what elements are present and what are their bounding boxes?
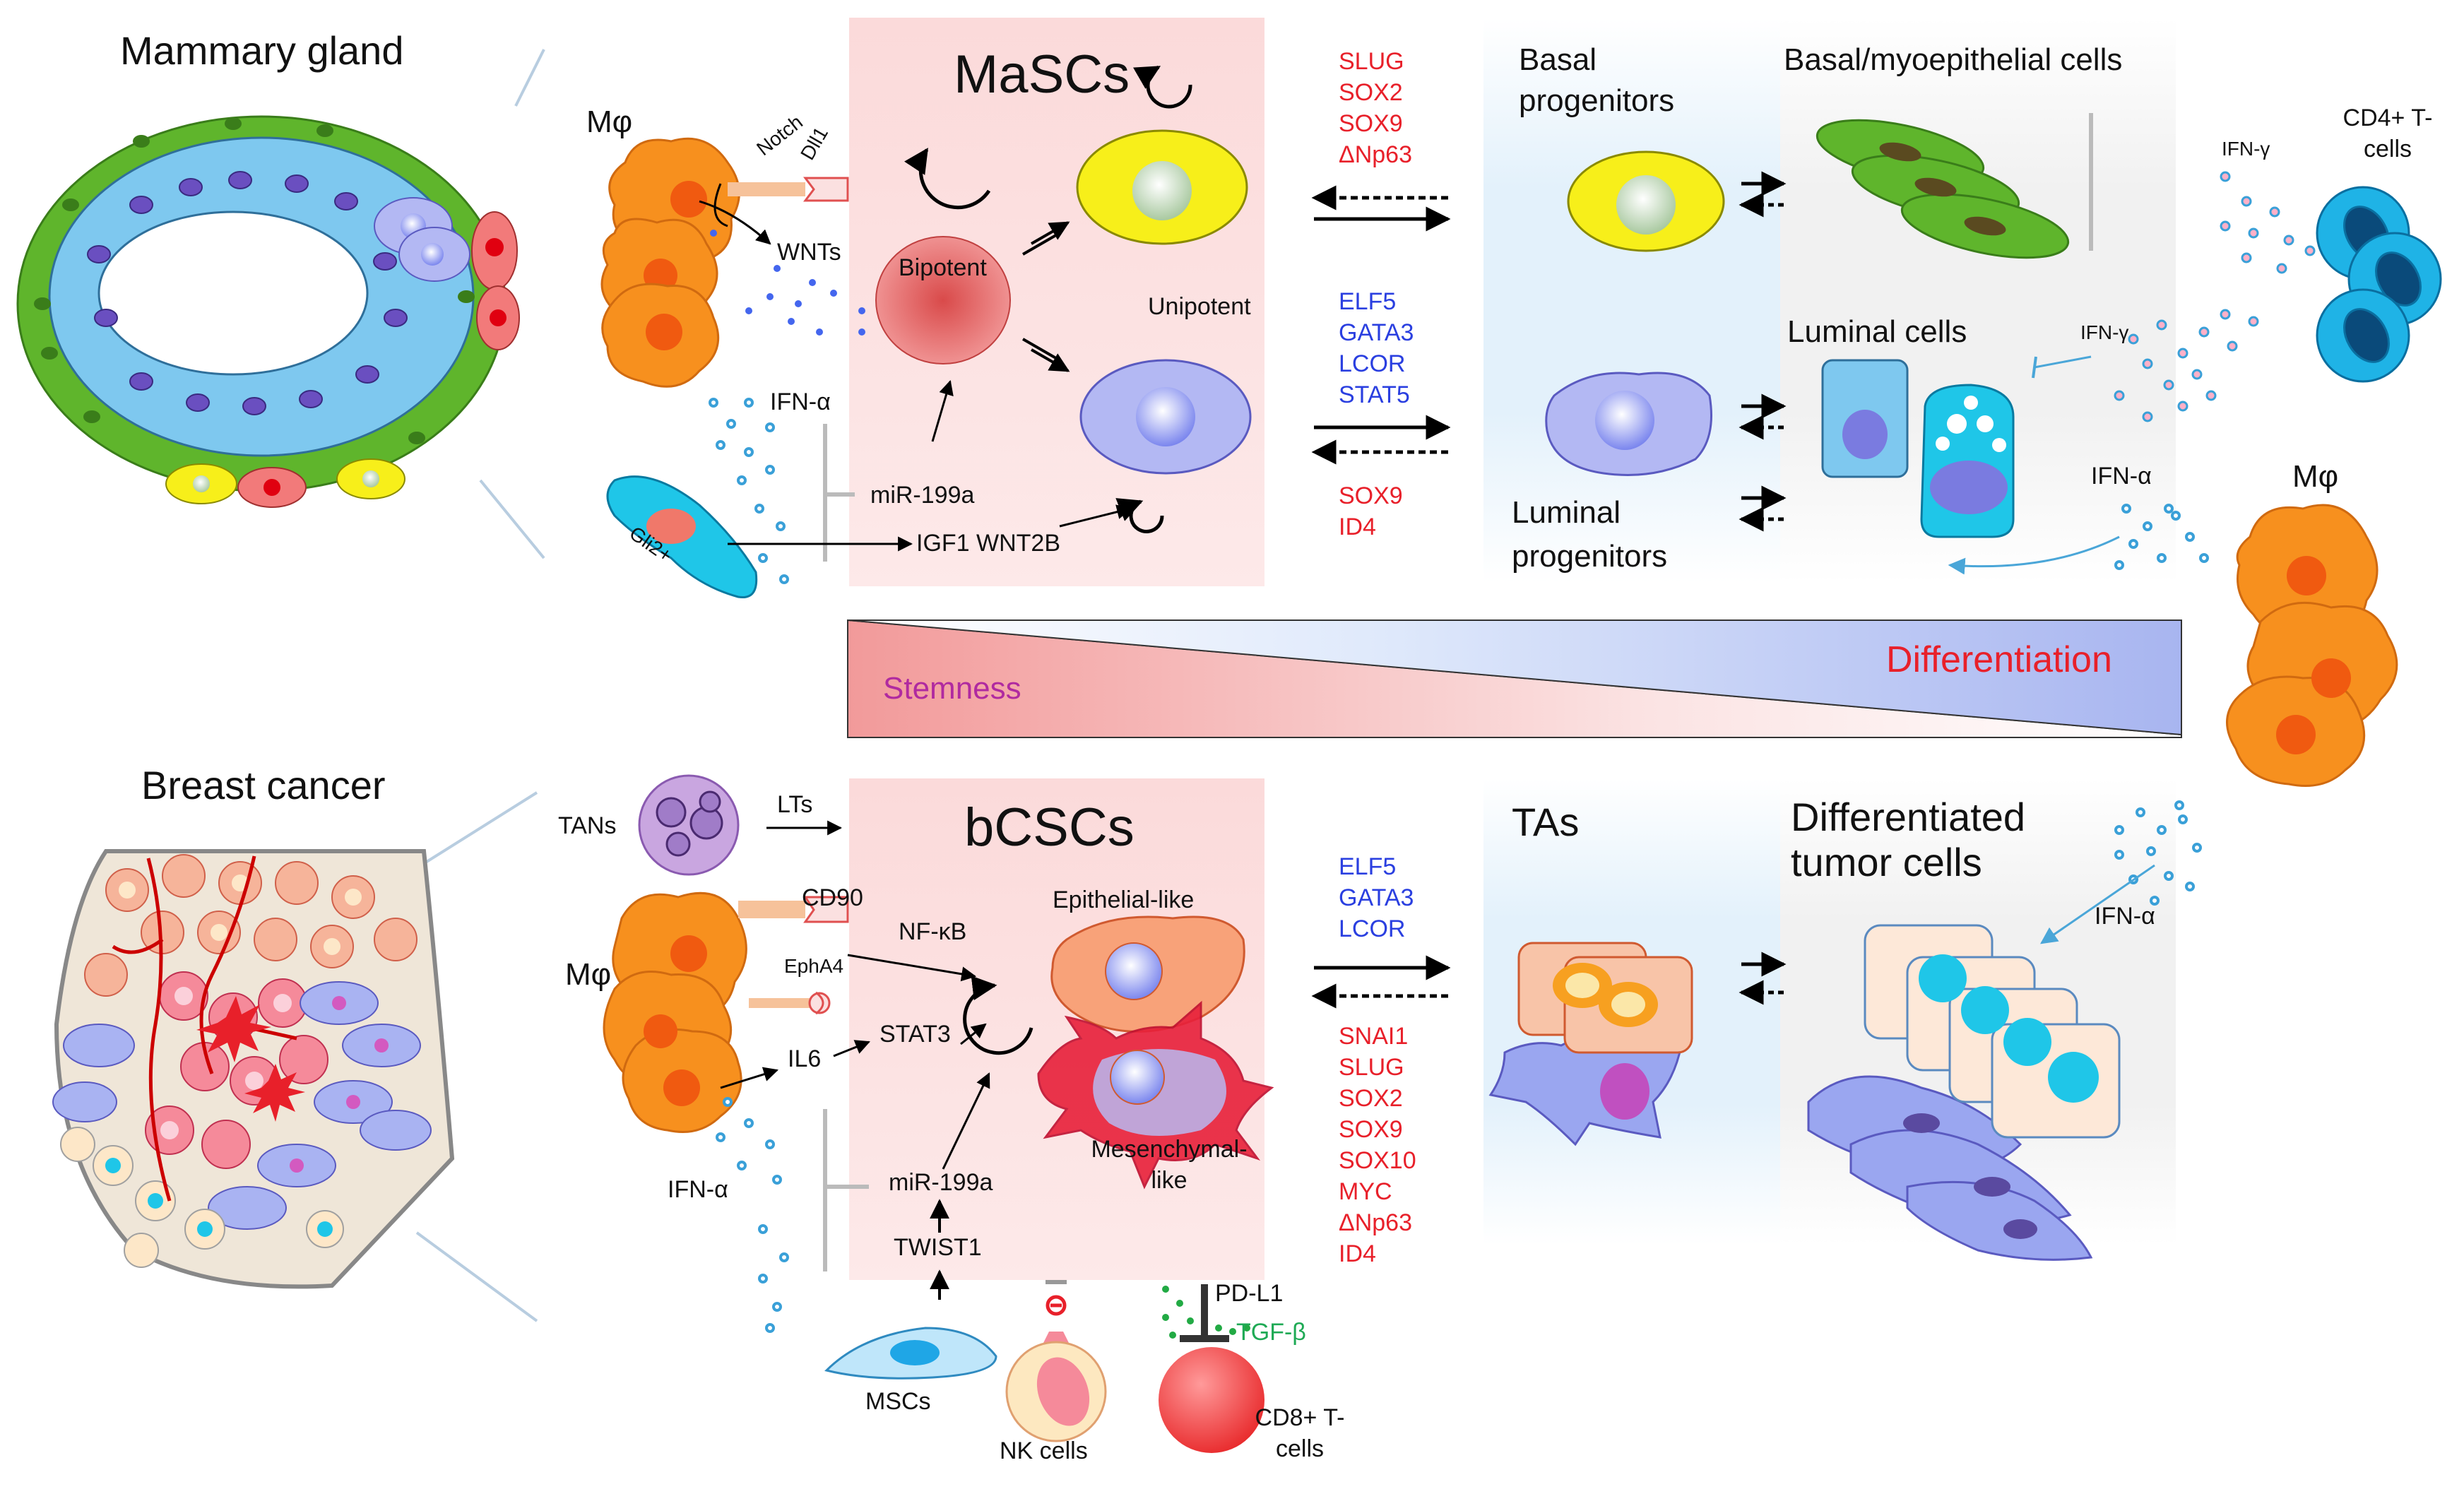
factor: ID4 — [1339, 514, 1376, 540]
differentiation-wedge — [847, 619, 2182, 736]
lts-label: LTs — [777, 791, 813, 818]
mascs-title: MaSCs — [954, 45, 1130, 105]
tans-label: TANs — [558, 812, 617, 839]
differentiation-label: Differentiation — [1886, 639, 2112, 680]
factor: SOX9 — [1339, 482, 1403, 509]
cd90-receptor — [803, 896, 849, 923]
breast-cancer-illustration — [52, 791, 538, 1322]
cd90-label: CD90 — [802, 884, 863, 911]
mir199a-label-bottom: miR-199a — [889, 1169, 993, 1196]
progenitor-band — [1483, 18, 1780, 583]
tgf-beta-dots — [1162, 1286, 1250, 1339]
dll1-receptor — [803, 177, 849, 202]
factor: LCOR — [1339, 915, 1406, 942]
mesenchymal-like-label: Mesenchymal-like — [1091, 1136, 1248, 1194]
bipotent-cell — [875, 236, 1011, 364]
ifn-alpha-dots-right-bottom — [2114, 800, 2202, 906]
unipotent-label: Unipotent — [1148, 293, 1251, 320]
ifn-alpha-dots-top — [709, 398, 789, 584]
nk-cells-label: NK cells — [1000, 1437, 1088, 1464]
bipotent-label: Bipotent — [899, 254, 987, 281]
mphi-label-right: Mφ — [2292, 459, 2339, 494]
igf1-wnt2b-label: IGF1 WNT2B — [916, 530, 1061, 557]
epha4-receptor — [808, 992, 831, 1014]
ifn-alpha-label-top: IFN-α — [770, 389, 831, 415]
pd-l1-label: PD-L1 — [1215, 1280, 1284, 1307]
factor: SOX9 — [1339, 110, 1403, 137]
ifn-gamma-label-2: IFN-γ — [2080, 321, 2129, 343]
factor: SLUG — [1339, 48, 1404, 75]
factor: LCOR — [1339, 350, 1406, 377]
factor: ELF5 — [1339, 853, 1397, 880]
ifn-alpha-dots-right-top — [2114, 504, 2209, 570]
mphi-label-bottom: Mφ — [565, 957, 612, 992]
mir199a-label-top: miR-199a — [870, 482, 975, 509]
gli2-label: Gli2+ — [625, 521, 677, 567]
nfkb-label: NF-κB — [899, 918, 967, 945]
il6-label: IL6 — [788, 1045, 822, 1072]
tgf-beta-label: TGF-β — [1236, 1319, 1306, 1346]
cd4-t-cells — [2316, 186, 2442, 383]
top-macrophages — [600, 137, 740, 388]
factor: GATA3 — [1339, 884, 1414, 911]
luminal-cells-label: Luminal cells — [1787, 314, 1967, 349]
wnts-label: WNTs — [777, 239, 841, 266]
ifn-alpha-label-bottom: IFN-α — [668, 1176, 728, 1203]
ifn-gamma-label-1: IFN-γ — [2222, 138, 2270, 160]
mphi-label-top: Mφ — [586, 105, 633, 139]
top-blue-factors: ELF5 GATA3 LCOR STAT5 — [1339, 286, 1414, 410]
bottom-blue-factors: ELF5 GATA3 LCOR — [1339, 851, 1414, 944]
factor: ΔNp63 — [1339, 1209, 1412, 1236]
factor: ELF5 — [1339, 288, 1397, 315]
ifn-alpha-label-right-bottom: IFN-α — [2095, 903, 2155, 930]
epha4-label: EphA4 — [784, 955, 844, 977]
ifn-alpha-label-right-top: IFN-α — [2091, 463, 2152, 490]
differentiated-tumor-cells-label: Differentiated tumor cells — [1791, 795, 2026, 884]
basal-myoepithelial-label: Basal/myoepithelial cells — [1784, 42, 2123, 77]
cd8-t-cells-label: CD8+ T-cells — [1255, 1404, 1345, 1462]
ifn-gamma-dots — [2114, 171, 2316, 422]
epithelial-like-label: Epithelial-like — [1053, 887, 1195, 913]
top-red-factors: SLUG SOX2 SOX9 ΔNp63 — [1339, 46, 1412, 170]
top-red-factors-2: SOX9 ID4 — [1339, 480, 1403, 543]
factor: STAT5 — [1339, 381, 1410, 408]
stat3-label: STAT3 — [879, 1021, 951, 1048]
factor: SNAI1 — [1339, 1023, 1409, 1050]
factor: ID4 — [1339, 1240, 1376, 1267]
tas-cells — [1488, 942, 1693, 1146]
stemness-label: Stemness — [883, 671, 1021, 706]
breast-cancer-title: Breast cancer — [141, 763, 386, 807]
factor: SOX2 — [1339, 79, 1403, 106]
luminal-progenitors-label: Luminal progenitors — [1512, 495, 1668, 574]
basal-progenitors-label: Basal progenitors — [1519, 42, 1675, 118]
factor: ΔNp63 — [1339, 141, 1412, 168]
tas-label: TAs — [1512, 800, 1580, 844]
bcscs-title: bCSCs — [964, 798, 1135, 858]
wnt-dots — [710, 230, 865, 336]
factor: SLUG — [1339, 1054, 1404, 1081]
cd4-t-cells-label: CD4+ T-cells — [2342, 105, 2433, 162]
factor: SOX10 — [1339, 1147, 1416, 1174]
mscs-label: MSCs — [865, 1388, 931, 1415]
ifn-alpha-dots-bottom — [716, 1097, 789, 1333]
factor: GATA3 — [1339, 319, 1414, 346]
factor: SOX9 — [1339, 1116, 1403, 1143]
bottom-red-factors: SNAI1 SLUG SOX2 SOX9 SOX10 MYC ΔNp63 ID4 — [1339, 1021, 1416, 1269]
differentiated-tumor-cells — [1807, 924, 2121, 1261]
factor: MYC — [1339, 1178, 1392, 1205]
cd8-t-cell — [1159, 1347, 1264, 1453]
mammary-gland-title: Mammary gland — [120, 28, 404, 73]
mammary-gland-illustration — [16, 49, 545, 559]
twist1-label: TWIST1 — [894, 1234, 982, 1261]
factor: SOX2 — [1339, 1085, 1403, 1112]
